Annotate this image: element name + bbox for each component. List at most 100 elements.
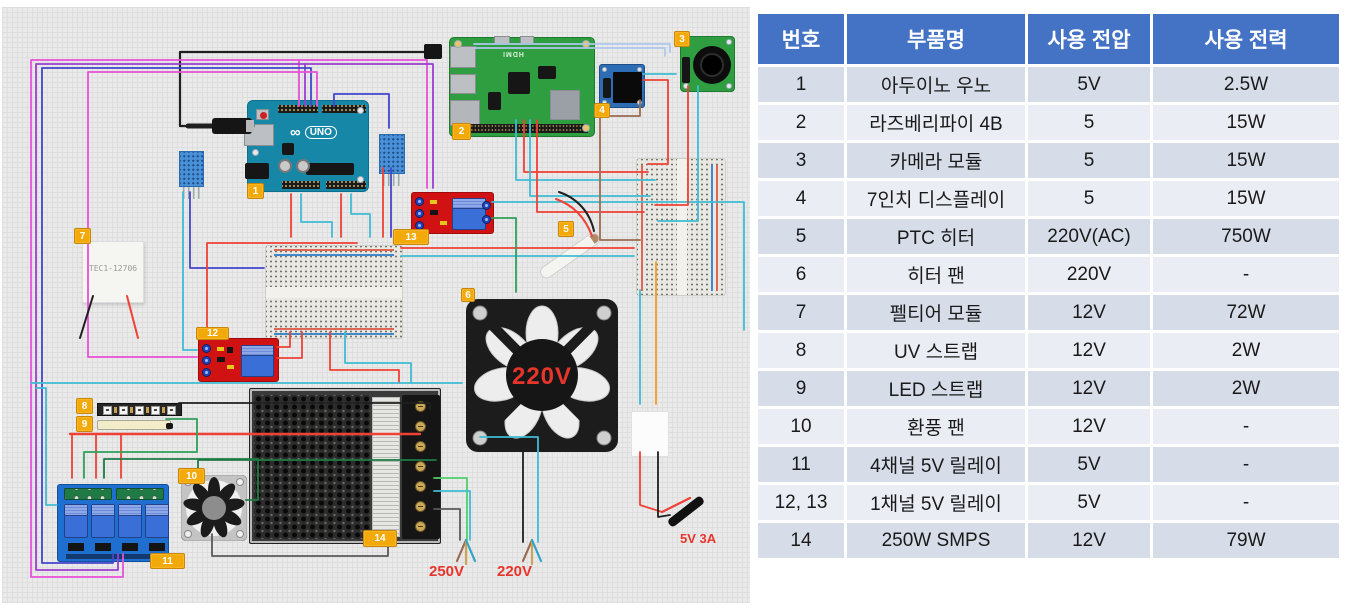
rpi-soc-chip [550, 90, 580, 120]
plug-voltage-label: 220V [497, 563, 533, 580]
cell-no: 8 [758, 333, 844, 368]
arduino-ic-chip [306, 163, 354, 175]
arduino-usb-port [244, 124, 274, 146]
cell-name: 250W SMPS [847, 523, 1025, 558]
cell-no: 6 [758, 257, 844, 292]
wiring-diagram: ∞ UNO HDMI [2, 7, 750, 603]
arduino-pin-header [282, 181, 320, 189]
marker-12: 12 [196, 327, 229, 340]
cell-name: 펠티어 모듈 [847, 295, 1025, 330]
peltier-module: TEC1-12706 [82, 241, 144, 303]
marker-8: 8 [76, 398, 93, 414]
rpi-chip [538, 66, 556, 79]
cell-name: 카메라 모듈 [847, 143, 1025, 178]
marker-6: 6 [461, 288, 475, 302]
cell-voltage: 12V [1028, 523, 1150, 558]
cell-power: - [1153, 447, 1339, 482]
cell-name: PTC 히터 [847, 219, 1025, 254]
ptc-heater [537, 230, 603, 281]
cell-voltage: 12V [1028, 371, 1150, 406]
smps-mesh [254, 395, 370, 539]
marker-11: 11 [150, 553, 185, 569]
cell-name: UV 스트랩 [847, 333, 1025, 368]
col-header-power: 사용 전력 [1153, 14, 1339, 64]
marker-9: 9 [76, 416, 93, 432]
marker-10: 10 [178, 468, 205, 484]
marker-14: 14 [363, 530, 397, 547]
cell-voltage: 220V [1028, 257, 1150, 292]
arduino-reset-button [256, 109, 269, 120]
cell-power: 2W [1153, 371, 1339, 406]
peltier-model-label: TEC1-12706 [88, 264, 138, 273]
cell-voltage: 5V [1028, 447, 1150, 482]
rpi-gpio-header [460, 124, 588, 133]
cell-no: 4 [758, 181, 844, 216]
oled-display-board [599, 64, 645, 108]
marker-7: 7 [74, 228, 91, 244]
arduino-capacitor [296, 159, 310, 173]
plug-voltage-label: 250V [429, 563, 465, 580]
marker-1: 1 [247, 183, 264, 199]
dht-sensor [379, 134, 405, 174]
rpi-usb-port [450, 74, 476, 94]
oled-screen [613, 72, 642, 103]
dht-sensor-pins [383, 174, 401, 186]
cell-name: 환풍 팬 [847, 409, 1025, 444]
marker-13: 13 [393, 229, 429, 245]
cell-no: 12, 13 [758, 485, 844, 520]
cell-power: 2W [1153, 333, 1339, 368]
raspberry-pi-board: HDMI [449, 36, 595, 137]
fan-voltage-label: 220V [511, 363, 573, 390]
led-strip [97, 420, 173, 430]
oled-connector [603, 78, 611, 98]
cell-no: 1 [758, 67, 844, 102]
cell-power: - [1153, 409, 1339, 444]
cell-voltage: 12V [1028, 409, 1150, 444]
uno-label: UNO [304, 126, 337, 139]
breadboard [265, 245, 403, 339]
relay-1ch-board [411, 192, 494, 234]
dc-plug [666, 495, 706, 528]
smps-power-supply [249, 388, 441, 544]
cell-name: LED 스트랩 [847, 371, 1025, 406]
marker-3: 3 [674, 31, 690, 47]
relay-terminal-block [64, 488, 112, 500]
rpi-hdmi-label: HDMI [502, 50, 524, 57]
rpi-hdmi-port [520, 36, 534, 44]
cell-power: 15W [1153, 105, 1339, 140]
cell-no: 3 [758, 143, 844, 178]
rpi-usb-c-port [494, 36, 510, 44]
cell-no: 11 [758, 447, 844, 482]
breadboard-vertical [636, 158, 726, 296]
cell-voltage: 12V [1028, 295, 1150, 330]
table-header-row: 번호 부품명 사용 전압 사용 전력 [758, 14, 1339, 64]
cell-no: 5 [758, 219, 844, 254]
cell-name: 4채널 5V 릴레이 [847, 447, 1025, 482]
cell-voltage: 5 [1028, 105, 1150, 140]
infinity-logo: ∞ [290, 124, 301, 141]
cell-power: - [1153, 257, 1339, 292]
smps-terminal-block [402, 395, 440, 539]
arduino-chip-small [282, 143, 294, 155]
arduino-uno-board: ∞ UNO [244, 100, 369, 192]
dht-sensor-pins [183, 187, 200, 199]
relay-4ch-board [57, 484, 169, 562]
heater-fan: 220V [466, 299, 618, 452]
cell-name: 7인치 디스플레이 [847, 181, 1025, 216]
cell-name: 1채널 5V 릴레이 [847, 485, 1025, 520]
arduino-power-jack [245, 163, 269, 179]
relay-terminal-block [116, 488, 164, 500]
relay-1ch-board [198, 338, 279, 382]
